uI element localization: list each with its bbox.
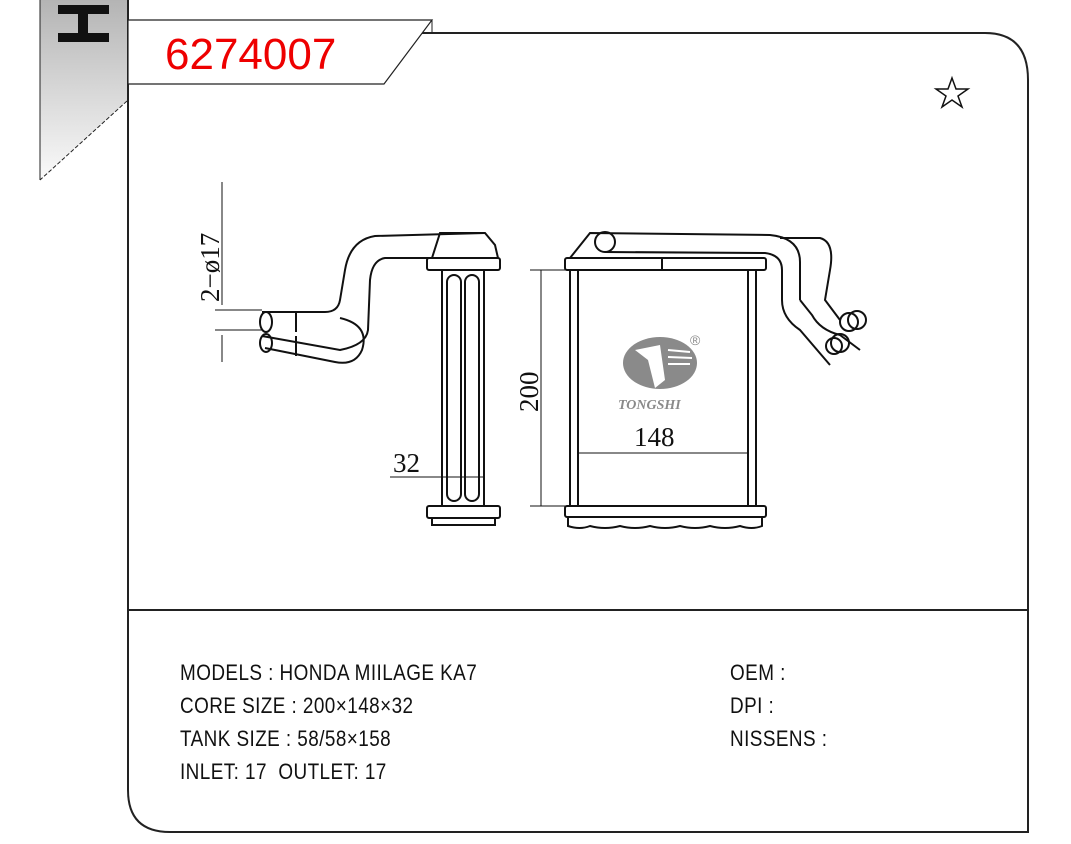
star-outline-icon[interactable]: [933, 75, 971, 109]
frame: [127, 0, 1029, 833]
part-number: 6274007: [165, 30, 336, 79]
title-box: 6274007: [127, 19, 434, 85]
spec-oem: OEM :: [730, 660, 786, 685]
spec-tank-size: TANK SIZE : 58/58×158: [180, 726, 392, 751]
spec-dpi: DPI :: [730, 693, 775, 718]
dim-height: 200: [514, 372, 544, 413]
logo-text: TONGSHI: [618, 398, 681, 413]
spec-inlet-outlet: INLET: 17 OUTLET: 17: [180, 759, 387, 784]
logo-registered-mark: ®: [690, 332, 701, 348]
spec-core-size: CORE SIZE : 200×148×32: [180, 693, 414, 718]
dim-thickness: 32: [393, 448, 420, 478]
category-tab: [39, 0, 128, 181]
tab-letter-h: [58, 5, 109, 42]
tongshi-logo: ® TONGSHI: [618, 332, 701, 413]
front-view: [530, 231, 867, 529]
spec-nissens: NISSENS :: [730, 726, 828, 751]
dim-pipe-diameter: 2−ø17: [195, 233, 225, 302]
spec-models: MODELS : HONDA MIILAGE KA7: [180, 660, 478, 685]
side-view: [215, 182, 501, 526]
dim-width: 148: [634, 422, 675, 452]
